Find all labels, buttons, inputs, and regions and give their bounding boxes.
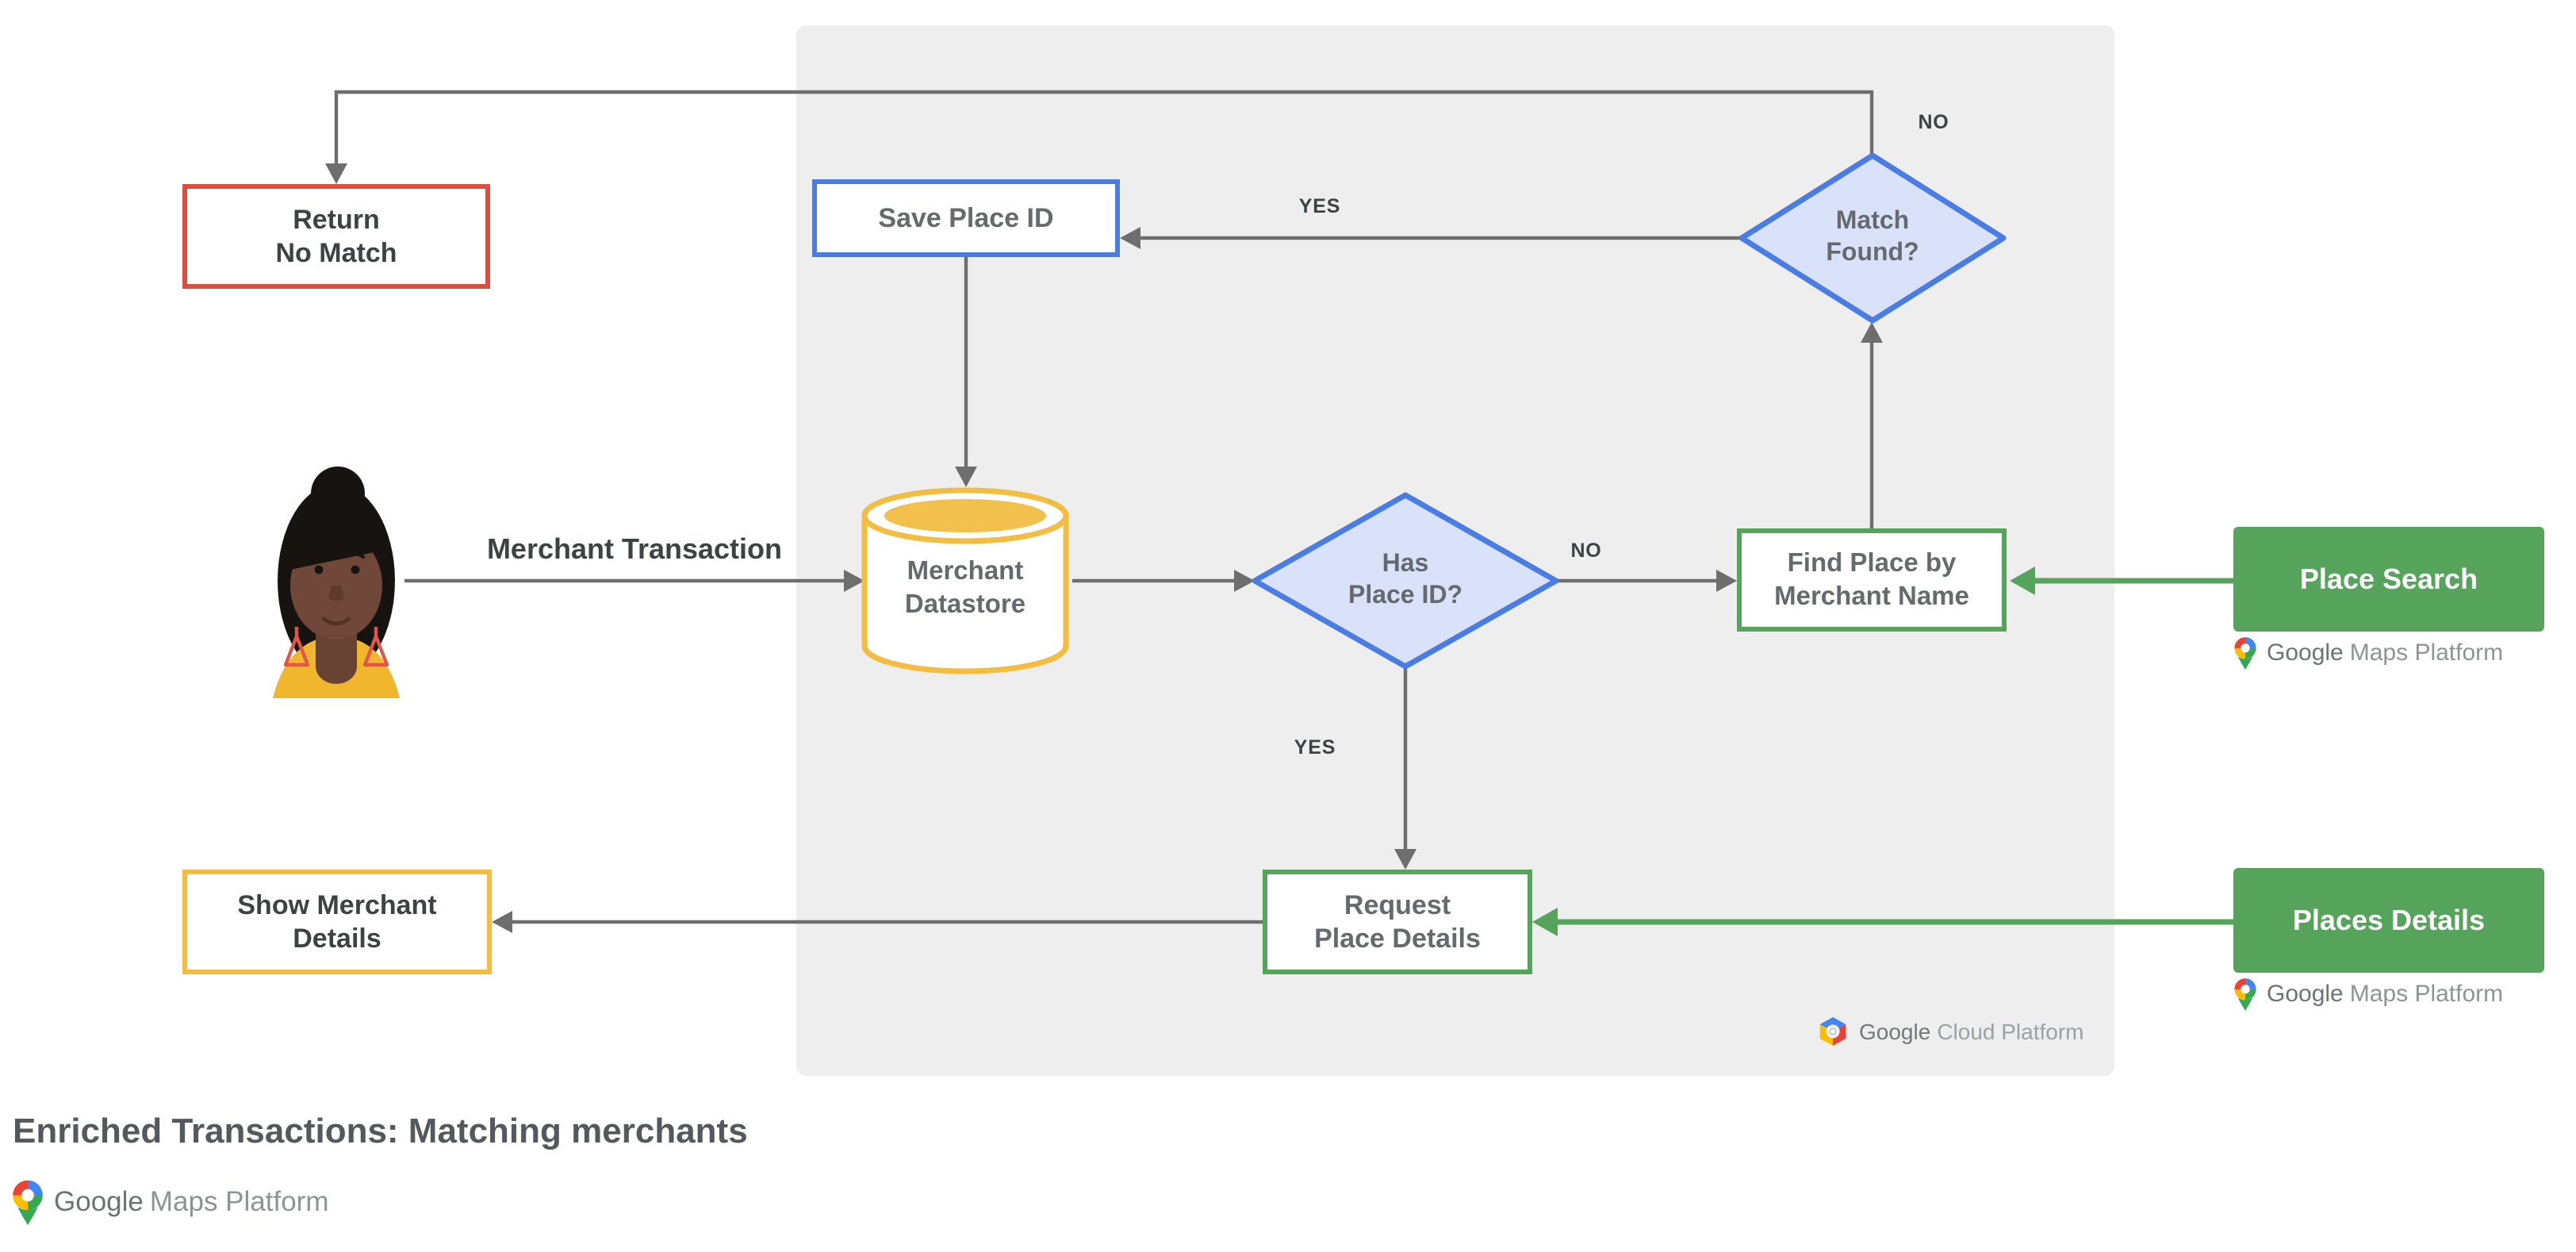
merchant-datastore-label: Merchant Datastore: [864, 555, 1066, 622]
merchant-datastore-cylinder: [861, 487, 1069, 674]
gmp-word-google: Google: [2267, 981, 2344, 1008]
avatar-eye-right: [351, 565, 360, 574]
gmp-word-google: Google: [54, 1185, 144, 1217]
show-merchant-line2: Details: [293, 924, 381, 954]
merchant-datastore-line1: Merchant: [907, 557, 1024, 586]
gcp-word-cloud-platform: Cloud Platform: [1937, 1019, 2084, 1044]
google-cloud-hexagon-icon: [1819, 1017, 1846, 1046]
connector-no-return: [334, 90, 1874, 171]
match-found-line1: Match: [1835, 208, 1910, 235]
has-place-id-label: Has Place ID?: [1255, 530, 1556, 632]
edge-label-yes-save: YES: [1298, 195, 1341, 217]
places-details-api-card: Places Details: [2233, 868, 2544, 973]
show-merchant-line1: Show Merchant: [237, 890, 437, 920]
has-place-id-line1: Has: [1382, 551, 1429, 578]
return-no-match-line1: Return: [293, 205, 380, 235]
match-found-diamond: [1738, 152, 2007, 324]
match-found-line2: Found?: [1826, 240, 1919, 267]
arrowhead-green-find-place: [2010, 566, 2035, 595]
arrowhead-into-match-found: [1861, 322, 1883, 343]
show-merchant-details-node: Show Merchant Details: [182, 870, 492, 974]
merchant-transaction-label: Merchant Transaction: [486, 533, 783, 565]
arrowhead-into-return-no-match: [325, 163, 347, 184]
merchant-datastore-line2: Datastore: [904, 590, 1026, 619]
request-details-line1: Request: [1344, 890, 1451, 920]
google-maps-pin-icon: [13, 1180, 43, 1225]
has-place-id-diamond: [1252, 492, 1559, 670]
gmp-word-maps-platform: Maps Platform: [2349, 639, 2504, 666]
avatar-earring-right: [362, 627, 389, 667]
arrowhead-into-datastore: [955, 467, 977, 487]
arrowhead-into-show-merchant: [492, 911, 512, 933]
edge-label-no-find: NO: [1570, 540, 1602, 562]
find-place-node: Find Place by Merchant Name: [1737, 528, 2007, 632]
places-details-label: Places Details: [2292, 904, 2486, 935]
arrowhead-into-request-details: [1394, 849, 1416, 870]
google-maps-pin-icon: [2234, 637, 2256, 670]
arrowhead-into-find-place: [1716, 570, 1737, 592]
arrowhead-into-datastore-left: [844, 570, 864, 592]
has-place-id-line2: Place ID?: [1347, 582, 1463, 609]
arrowhead-green-request-details: [1532, 908, 1558, 936]
avatar-brow-right: [343, 551, 365, 559]
match-found-label: Match Found?: [1742, 187, 2003, 289]
find-place-line2: Merchant Name: [1774, 582, 1969, 610]
arrowhead-into-save-place-id: [1120, 227, 1140, 249]
request-details-line2: Place Details: [1314, 924, 1481, 954]
gmp-word-google: Google: [2267, 639, 2344, 666]
request-place-details-node: Request Place Details: [1263, 870, 1532, 974]
gmp-word-maps-platform: Maps Platform: [2349, 981, 2504, 1008]
save-place-id-node: Save Place ID: [812, 179, 1120, 257]
save-place-id-label: Save Place ID: [878, 203, 1054, 233]
avatar-brow-left: [309, 551, 332, 559]
avatar-hair-bun: [311, 467, 365, 520]
find-place-line1: Find Place by: [1787, 548, 1957, 577]
diagram-title: Enriched Transactions: Matching merchant…: [13, 1111, 748, 1150]
arrowhead-into-has-place-id: [1234, 570, 1255, 592]
merchant-user-avatar: [273, 467, 400, 698]
avatar-mouth: [321, 616, 351, 626]
avatar-earring-left: [283, 627, 310, 667]
return-no-match-node: Return No Match: [182, 184, 490, 289]
edge-label-no-return: NO: [1918, 111, 1949, 133]
avatar-nose: [328, 586, 344, 601]
gmp-word-maps-platform: Maps Platform: [149, 1185, 329, 1217]
cylinder-top-fill: [884, 499, 1046, 532]
cylinder-body: [861, 516, 1069, 674]
edge-label-yes-request: YES: [1294, 736, 1336, 758]
google-maps-pin-icon: [2234, 978, 2256, 1011]
return-no-match-line2: No Match: [275, 238, 397, 268]
avatar-eye-left: [314, 565, 324, 574]
gcp-word-google: Google: [1859, 1019, 1931, 1044]
place-search-api-card: Place Search: [2233, 527, 2544, 632]
place-search-label: Place Search: [2299, 563, 2478, 594]
